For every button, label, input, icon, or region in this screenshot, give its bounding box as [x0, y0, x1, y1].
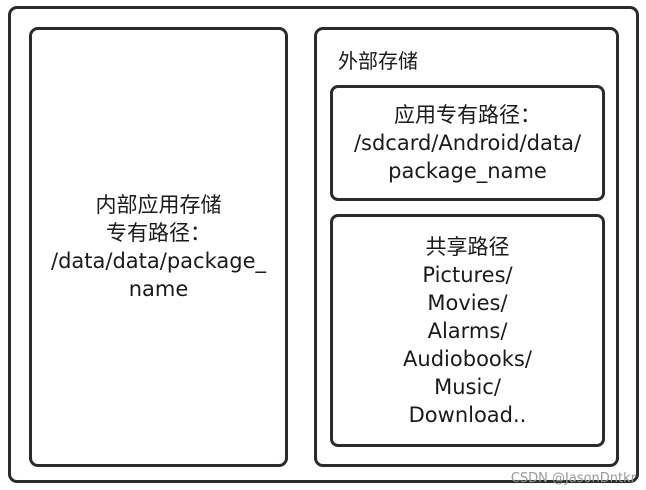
shared-path-box: 共享路径 Pictures/ Movies/ Alarms/ Audiobook…	[330, 214, 605, 447]
app-specific-path-box: 应用专有路径： /sdcard/Android/data/ package_na…	[330, 85, 605, 201]
app-specific-path: /sdcard/Android/data/	[353, 131, 582, 155]
internal-storage-title: 内部应用存储	[95, 193, 222, 217]
internal-storage-path-label: 专有路径：	[106, 221, 211, 245]
shared-dir-audiobooks: Audiobooks/	[403, 346, 532, 371]
shared-dir-pictures: Pictures/	[422, 262, 513, 287]
app-specific-path-label: 应用专有路径：	[394, 103, 541, 127]
app-specific-path-cont: package_name	[388, 159, 547, 183]
internal-storage-box: 内部应用存储 专有路径： /data/data/package_ name	[29, 27, 288, 467]
shared-dir-music: Music/	[434, 374, 501, 399]
internal-storage-path: /data/data/package_	[51, 249, 266, 273]
internal-storage-path-cont: name	[128, 277, 189, 301]
external-storage-title: 外部存储	[338, 49, 418, 73]
shared-dir-alarms: Alarms/	[427, 318, 508, 343]
shared-dir-download: Download..	[408, 402, 527, 427]
shared-path-label: 共享路径	[425, 234, 510, 259]
watermark: CSDN @JasonDntkr	[510, 471, 636, 486]
shared-dir-movies: Movies/	[427, 290, 508, 315]
